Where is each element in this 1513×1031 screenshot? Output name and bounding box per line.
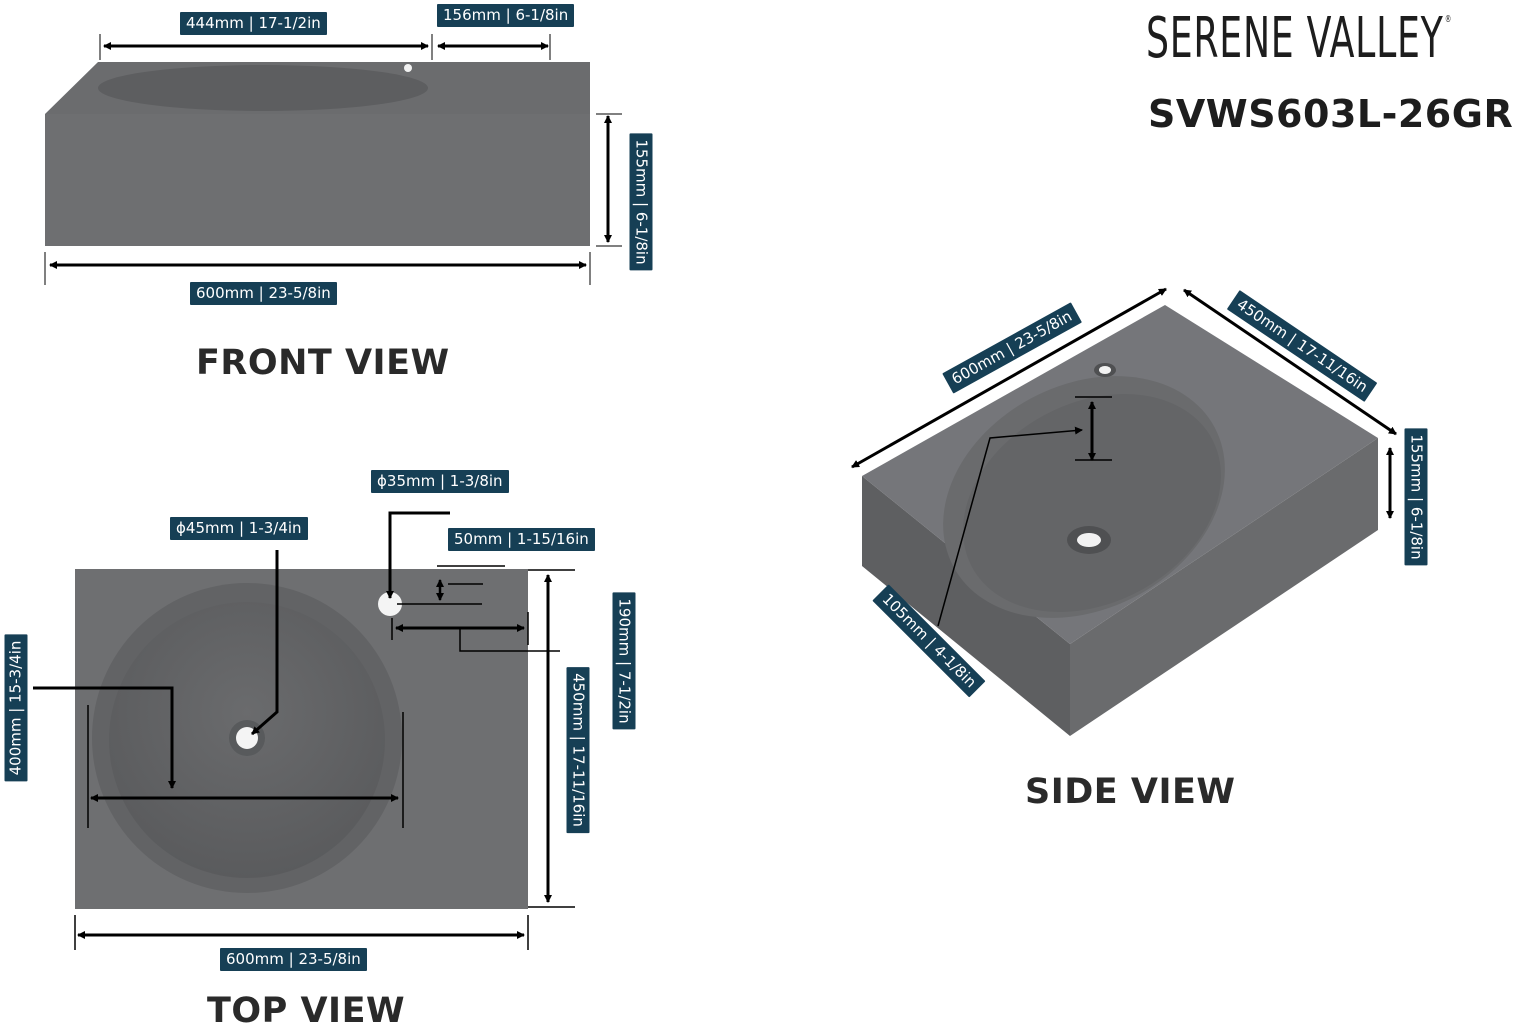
top-faucet-hole-label: ϕ35mm | 1-3/8in [371, 470, 509, 493]
top-depth-label: 450mm | 17-11/16in [566, 667, 590, 833]
model-number: SVWS603L-26GR [1148, 92, 1513, 136]
top-hole-to-center-label: 190mm | 7-1/2in [612, 592, 636, 730]
registered-mark: ® [1444, 14, 1453, 25]
side-view-leader-lines [937, 396, 1112, 627]
brand-name: SERENE VALLEY [1146, 6, 1444, 71]
top-drain-label: ϕ45mm | 1-3/4in [170, 517, 308, 540]
front-height-label: 155mm | 6-1/8in [629, 133, 653, 271]
side-height-label: 155mm | 6-1/8in [1404, 428, 1428, 566]
top-view-dimension-lines [33, 511, 552, 939]
front-view-dimension-lines [49, 42, 612, 269]
front-right-deck-label: 156mm | 6-1/8in [437, 4, 575, 27]
top-view-title: TOP VIEW [207, 991, 406, 1031]
front-view-sink [45, 62, 590, 246]
top-hole-offset-label: 50mm | 1-15/16in [448, 528, 595, 551]
top-basin-diameter-label: 400mm | 15-3/4in [4, 634, 28, 782]
front-total-width-label: 600mm | 23-5/8in [190, 282, 337, 305]
side-view-title: SIDE VIEW [1025, 772, 1236, 812]
top-total-width-label: 600mm | 23-5/8in [220, 948, 367, 971]
front-view-title: FRONT VIEW [196, 343, 450, 383]
brand-logo: SERENE VALLEY® [1146, 6, 1452, 71]
top-view-extension-lines [74, 565, 575, 950]
front-view-extension-lines [44, 34, 622, 285]
front-basin-width-label: 444mm | 17-1/2in [180, 12, 327, 35]
side-view-dimension-lines [851, 287, 1397, 519]
top-view-sink [75, 569, 528, 909]
